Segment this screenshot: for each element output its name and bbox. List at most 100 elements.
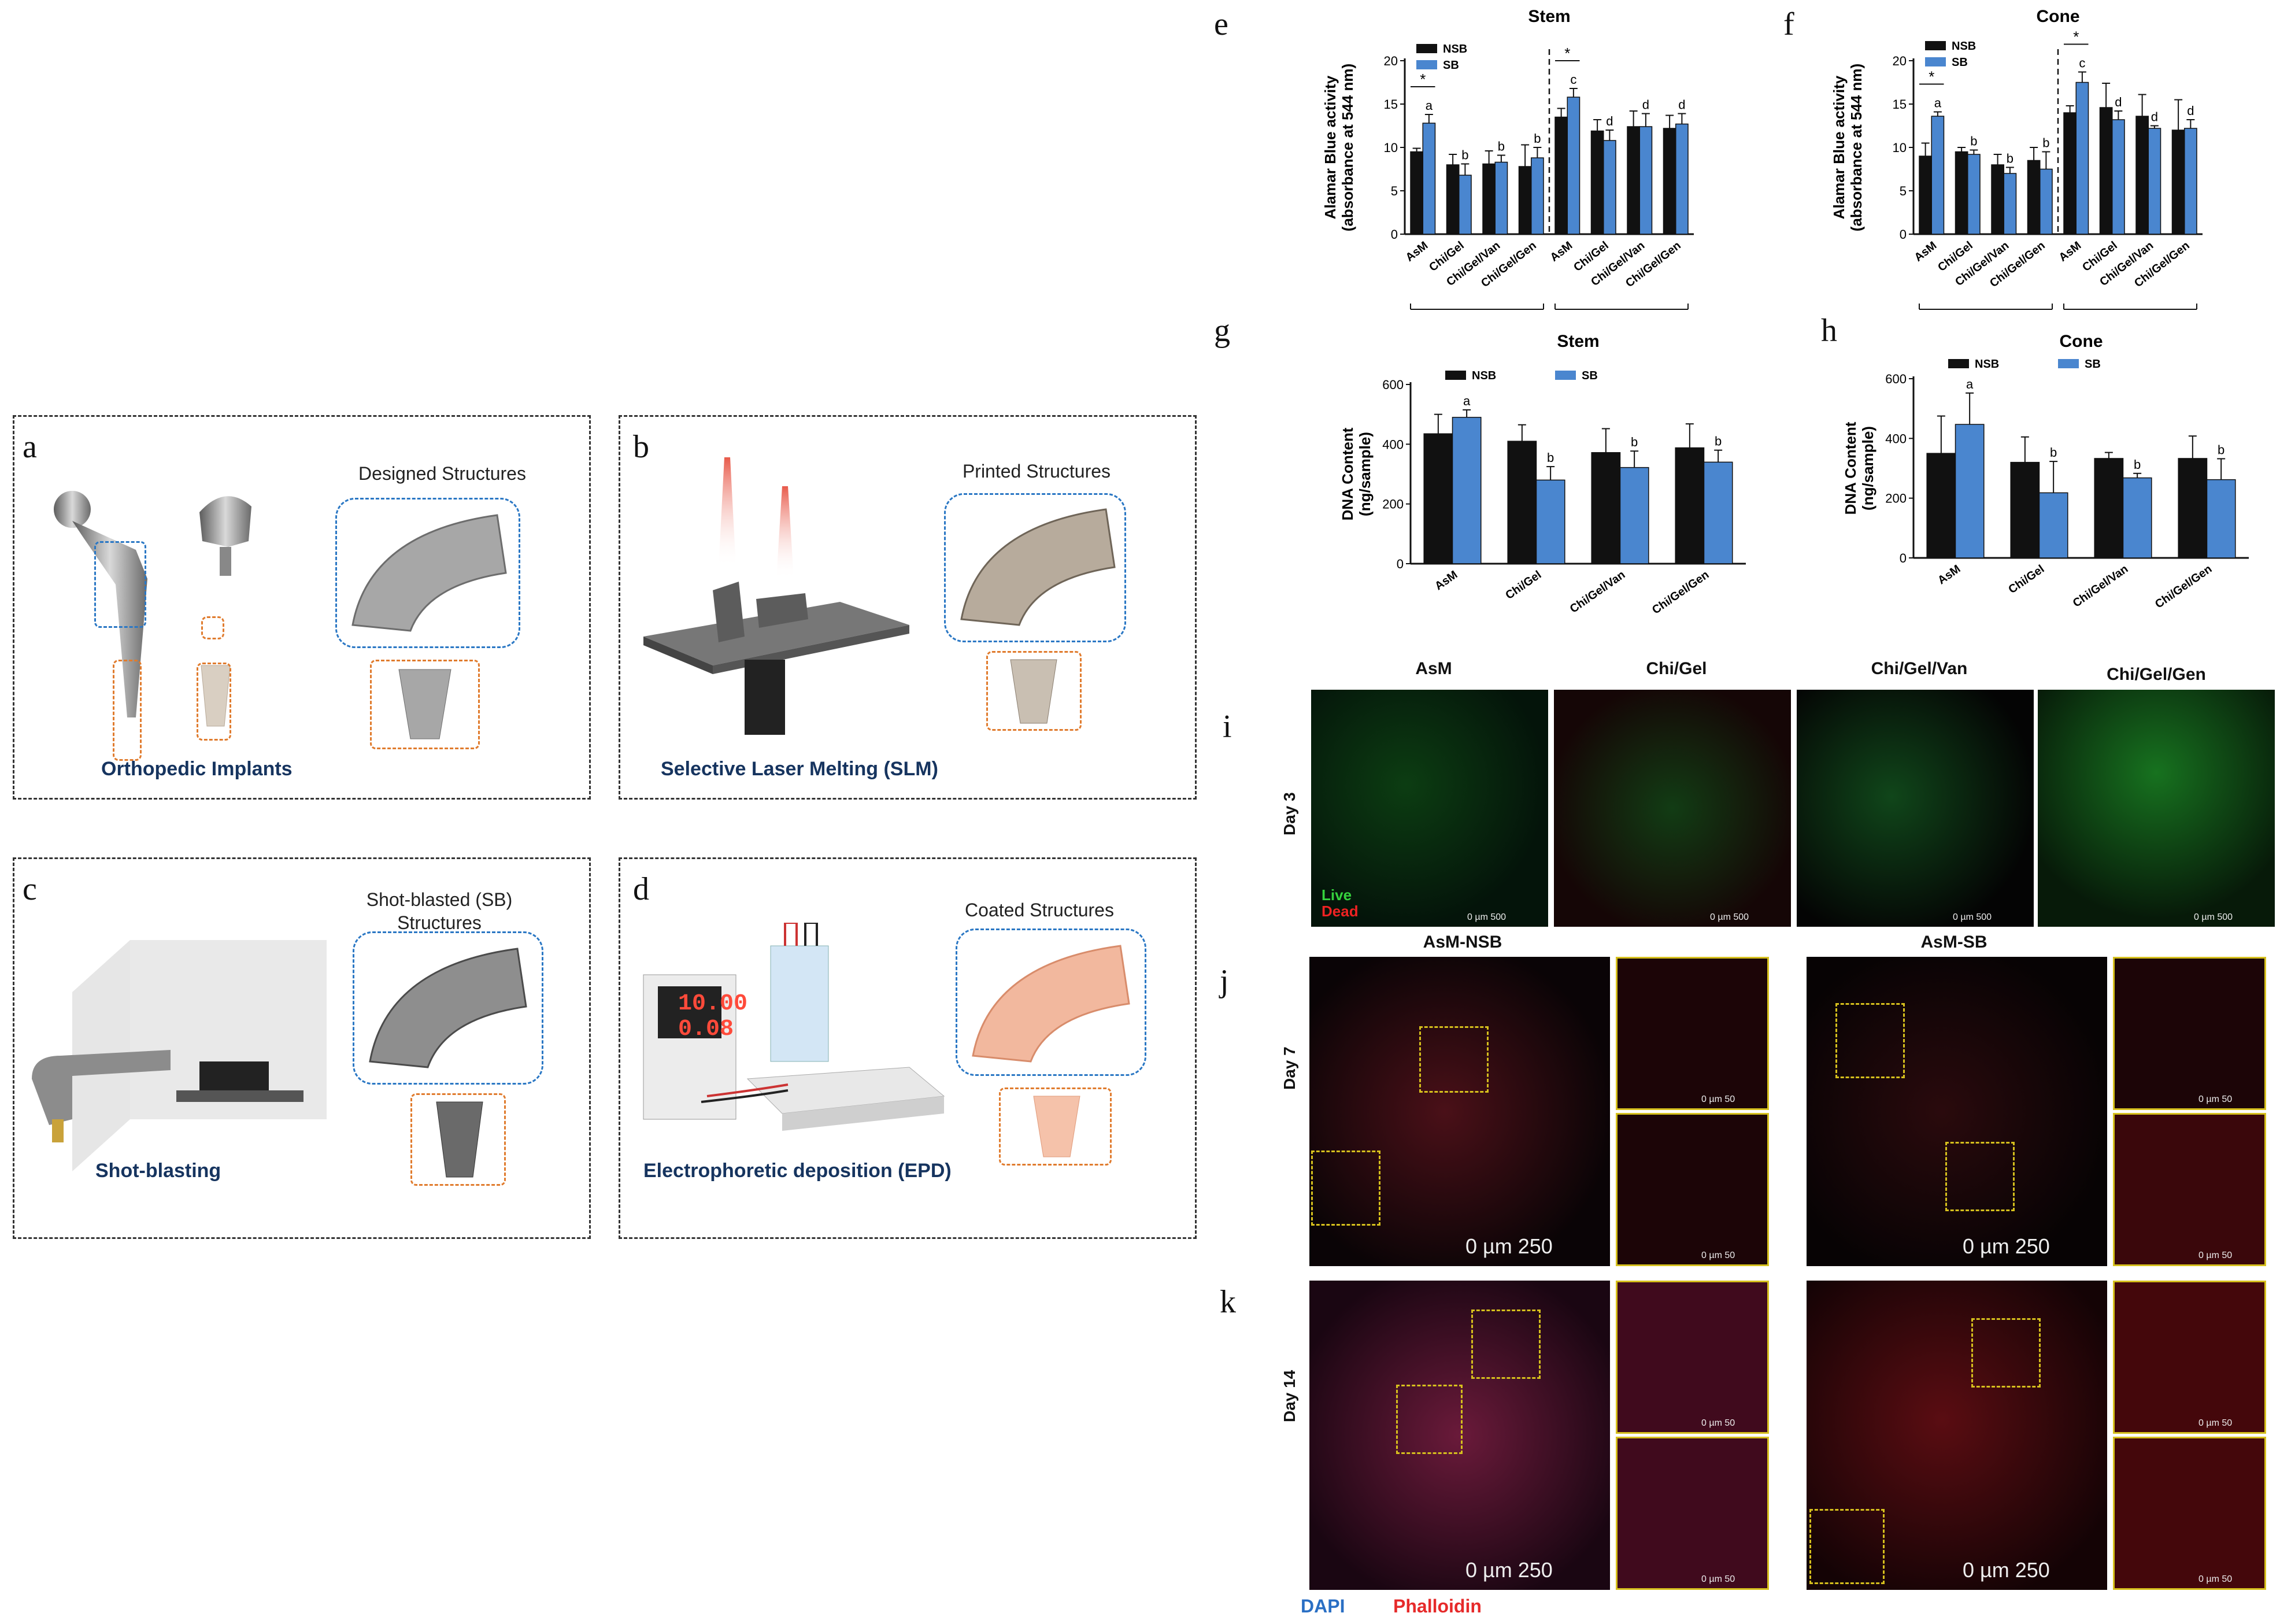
printed-lattice-box <box>944 493 1126 642</box>
bar-SB-6 <box>1639 126 1653 235</box>
significance-letter: b <box>2050 445 2057 460</box>
scale-bar-asm: 0 µm 500 <box>1467 912 1507 922</box>
bar-NSB-1 <box>1446 164 1460 235</box>
caption-shot-blasting: Shot-blasting <box>95 1160 221 1182</box>
scale-bar-sb-zoom-top: 0 µm 50 <box>2198 1094 2233 1104</box>
knee-implant-illustration <box>199 496 251 576</box>
bar-NSB-4 <box>1554 116 1568 235</box>
scale-bar-sb14-zoom-bottom: 0 µm 50 <box>2198 1574 2233 1584</box>
y-tick-label: 600 <box>1382 378 1404 392</box>
chart-title: Cone <box>2060 332 2103 351</box>
bar-NSB-7 <box>1663 128 1676 235</box>
zoom-box-6 <box>1471 1309 1541 1379</box>
legend-swatch-NSB <box>1416 44 1437 53</box>
significance-letter: b <box>1461 148 1468 162</box>
bar-NSB-2 <box>1482 163 1496 235</box>
bar-NSB-7 <box>2171 130 2185 235</box>
stem-blue-highlight <box>94 541 146 628</box>
x-tick-label: Chi/Gel/Van <box>1568 568 1628 616</box>
sb-cone-lattice <box>436 1101 483 1178</box>
bar-NSB-2 <box>1591 452 1621 564</box>
legend-swatch-SB <box>1555 371 1576 380</box>
cone-orange-highlight-top <box>201 616 224 639</box>
bar-SB-2 <box>2122 477 2152 558</box>
y-tick-label: 0 <box>1900 551 1907 565</box>
legend-label-NSB: NSB <box>1472 369 1496 382</box>
scale-bar-sb-day14: 0 µm 250 <box>1963 1558 2050 1582</box>
legend-label-NSB: NSB <box>1952 40 1976 53</box>
cone-orange-highlight <box>197 663 231 741</box>
phalloidin-sb-day14-main: 0 µm 250 <box>1807 1281 2107 1590</box>
live-dead-asm: Live Dead 0 µm 500 <box>1311 690 1548 927</box>
y-axis-label: Alamar Blue activity <box>1322 75 1339 219</box>
bar-SB-6 <box>2148 128 2161 235</box>
significance-letter: b <box>2007 151 2013 166</box>
bar-SB-2 <box>2003 173 2017 235</box>
significance-star: * <box>2073 28 2079 46</box>
y-tick-label: 400 <box>1885 431 1907 446</box>
y-tick-label: 20 <box>1384 54 1398 68</box>
bar-SB-0 <box>1931 116 1945 235</box>
designed-lattice-arc <box>351 514 507 632</box>
significance-letter: b <box>1547 450 1554 465</box>
x-tick-label: AsM <box>1935 563 1963 587</box>
x-tick-label: Chi/Gel/Gen <box>1650 568 1711 617</box>
panel-label-j: j <box>1220 963 1229 999</box>
legend-swatch-SB <box>2058 359 2079 368</box>
y-tick-label: 200 <box>1885 491 1907 506</box>
sb-cone-box <box>410 1093 506 1186</box>
phalloidin-sb-day14-zoom-top: 0 µm 50 <box>2113 1281 2266 1434</box>
caption-orthopedic-implants: Orthopedic Implants <box>101 758 293 780</box>
scale-bar-chi-gel-van: 0 µm 500 <box>1953 912 1992 922</box>
printed-cone-box <box>986 651 1082 731</box>
y-tick-label: 10 <box>1384 140 1398 155</box>
x-tick-label: AsM <box>1433 568 1460 593</box>
significance-letter: b <box>1631 435 1638 449</box>
caption-epd: Electrophoretic deposition (EPD) <box>643 1160 952 1182</box>
slm-printer-illustration <box>643 457 909 735</box>
legend-label-SB: SB <box>1952 56 1968 69</box>
y-axis-label: DNA Content <box>1339 427 1356 520</box>
y-tick-label: 5 <box>1391 184 1398 198</box>
panel-label-k: k <box>1220 1284 1236 1320</box>
y-axis-label: (ng/sample) <box>1356 432 1374 516</box>
bar-SB-3 <box>1531 157 1544 235</box>
caption-slm: Selective Laser Melting (SLM) <box>661 758 938 780</box>
cone-implant-illustration <box>201 665 231 727</box>
stain-legend-phalloidin: Phalloidin <box>1393 1596 1482 1616</box>
panel-label-b: b <box>633 429 649 465</box>
x-tick-label: Chi/Gel/Gen <box>2153 563 2214 611</box>
legend-swatch-SB <box>1925 57 1946 66</box>
head-asm: AsM <box>1415 659 1452 678</box>
panel-d: d 10.00 0.08 Coated Structures Electroph… <box>619 857 1197 1239</box>
legend-label-SB: SB <box>1582 369 1598 382</box>
panel-a: a Designed Structures Orthopedic Implant… <box>13 415 591 800</box>
y-axis-label: (absorbance at 544 nm) <box>1339 64 1356 231</box>
panel-label-h: h <box>1821 313 1837 349</box>
row-label-day14: Day 14 <box>1280 1370 1298 1422</box>
zoom-box-4 <box>1945 1142 2015 1211</box>
shot-blasting-illustration <box>32 940 327 1171</box>
scale-bar-sb14-zoom-top: 0 µm 50 <box>2198 1418 2233 1428</box>
x-tick-label: AsM <box>2057 239 2084 264</box>
scale-bar-nsb14-zoom-top: 0 µm 50 <box>1701 1418 1735 1428</box>
bar-NSB-1 <box>1955 151 1968 235</box>
significance-letter: a <box>1966 377 1974 391</box>
epd-setup-illustration <box>643 923 945 1131</box>
phalloidin-nsb-day7-zoom-bottom: 0 µm 50 <box>1616 1113 1769 1266</box>
bar-NSB-5 <box>1590 130 1604 235</box>
bar-SB-5 <box>1603 140 1616 235</box>
panel-label-a: a <box>23 429 37 465</box>
y-axis-label: (ng/sample) <box>1859 426 1876 510</box>
live-dead-chi-gel-gen: 0 µm 500 <box>2038 690 2275 927</box>
sb-lattice-arc <box>369 948 527 1068</box>
designed-lattice-box <box>335 498 520 648</box>
phalloidin-nsb-day7-main: 0 µm 250 <box>1309 957 1610 1266</box>
y-tick-label: 5 <box>1900 184 1907 198</box>
panel-label-f: f <box>1783 6 1794 42</box>
phalloidin-nsb-day7-zoom-top: 0 µm 50 <box>1616 957 1769 1110</box>
panel-b: b Printed Structures Selective Laser Mel… <box>619 415 1197 800</box>
legend-label-NSB: NSB <box>1975 358 1999 371</box>
bar-SB-7 <box>1675 123 1689 235</box>
head-asm-nsb: AsM-NSB <box>1423 933 1502 952</box>
